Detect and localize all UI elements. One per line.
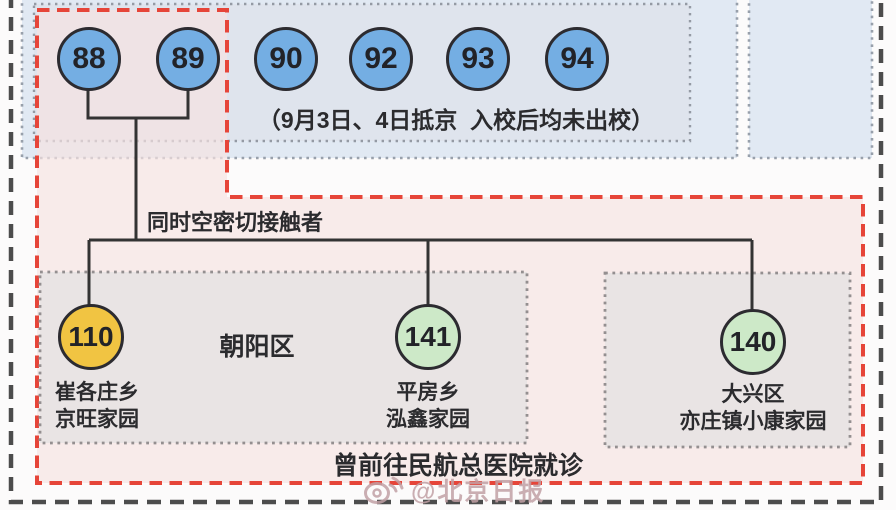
case-node-89: 89: [156, 27, 220, 91]
case-node-88: 88: [57, 27, 121, 91]
hospital-visit-note: 曾前往民航总医院就诊: [332, 452, 583, 480]
case-140-location-line1: 大兴区: [721, 383, 785, 406]
right-partial-panel-fill: [749, 0, 872, 158]
outer-frame-border: [8, 0, 884, 505]
weibo-icon: [364, 476, 404, 504]
arrival-panel-border: [20, 0, 739, 160]
case-node-90: 90: [254, 27, 318, 91]
connector-88-89-junction: [86, 88, 190, 120]
case-110-location-line2: 京旺家园: [55, 408, 139, 431]
case-node-93: 93: [446, 27, 510, 91]
case-node-141: 141: [395, 304, 461, 370]
case-141-location-line1: 平房乡: [396, 381, 460, 404]
case-node-92: 92: [349, 27, 413, 91]
arrival-note: （9月3日、4日抵京 入校后均未出校）: [257, 107, 655, 133]
case-node-140: 140: [720, 309, 786, 375]
case-node-110: 110: [58, 304, 124, 370]
watermark-text: @北京日报: [411, 478, 546, 506]
case-141-location: 平房乡 泓鑫家园: [348, 379, 508, 433]
case-140-location-line2: 亦庄镇小康家园: [679, 410, 827, 433]
case-110-location: 崔各庄乡 京旺家园: [55, 379, 139, 433]
case-140-location: 大兴区 亦庄镇小康家园: [640, 381, 866, 435]
case-141-location-line2: 泓鑫家园: [386, 408, 470, 431]
case-110-location-line1: 崔各庄乡: [55, 381, 139, 404]
right-partial-panel-border: [747, 0, 874, 160]
contact-type-label: 同时空密切接触者: [147, 210, 324, 235]
watermark: @北京日报: [362, 472, 545, 508]
case-node-94: 94: [545, 27, 609, 91]
chaoyang-district-label: 朝阳区: [219, 333, 295, 361]
